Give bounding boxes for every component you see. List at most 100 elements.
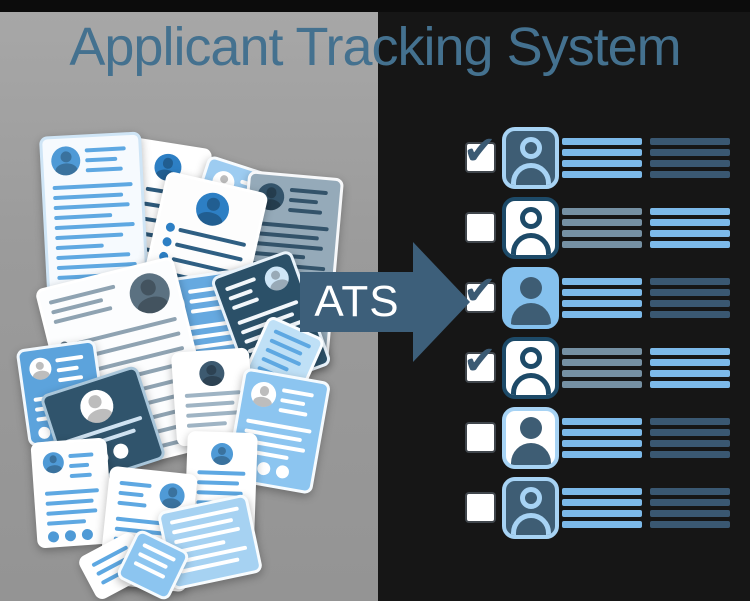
candidate-row: ✔ xyxy=(463,126,734,190)
text-line xyxy=(54,221,135,231)
person-shoulders xyxy=(510,163,551,185)
candidate-primary-lines xyxy=(562,488,642,532)
text-line xyxy=(650,311,730,318)
candidate-primary-lines xyxy=(562,348,642,392)
candidate-checkbox[interactable] xyxy=(467,424,494,451)
text-line xyxy=(650,370,730,377)
person-shoulders xyxy=(32,369,51,382)
text-line xyxy=(45,498,94,506)
person-head xyxy=(35,360,45,371)
text-line xyxy=(650,289,730,296)
person-shoulders xyxy=(510,373,551,395)
resume-avatar-icon xyxy=(125,269,174,318)
candidate-checkbox[interactable]: ✔ xyxy=(463,128,497,174)
resume-avatar-icon xyxy=(249,379,279,409)
ats-arrow: ATS xyxy=(300,242,470,362)
resume-avatar-icon xyxy=(27,356,53,382)
person-shoulders xyxy=(510,443,551,465)
top-letterbox-bar xyxy=(0,0,750,12)
candidate-checkbox[interactable]: ✔ xyxy=(463,338,497,384)
text-line xyxy=(650,381,730,388)
text-line xyxy=(650,219,730,226)
candidate-avatar-icon xyxy=(502,337,559,399)
text-line xyxy=(197,470,246,476)
badge-icon xyxy=(111,441,131,461)
candidate-secondary-lines xyxy=(650,348,730,392)
text-line xyxy=(562,510,642,517)
text-line xyxy=(562,440,642,447)
text-line xyxy=(562,451,642,458)
text-line xyxy=(254,220,329,232)
person-head xyxy=(86,393,103,410)
text-line xyxy=(650,488,730,495)
candidate-row: ✔ xyxy=(463,266,734,330)
candidate-secondary-lines xyxy=(650,278,730,322)
text-line xyxy=(253,230,320,241)
candidate-primary-lines xyxy=(562,138,642,182)
text-line xyxy=(44,488,100,496)
text-line xyxy=(562,300,642,307)
resume-avatar-icon xyxy=(75,385,118,428)
resume-header-lines xyxy=(287,185,332,222)
text-line xyxy=(289,187,328,196)
text-line xyxy=(231,296,260,311)
resume-card-header xyxy=(50,143,133,180)
text-line xyxy=(562,488,642,495)
text-line xyxy=(562,418,642,425)
candidate-row xyxy=(464,406,734,470)
candidate-checkbox[interactable] xyxy=(467,494,494,521)
resume-avatar-icon xyxy=(158,482,186,510)
text-line xyxy=(650,499,730,506)
person-head xyxy=(48,455,58,464)
text-line xyxy=(119,480,153,489)
text-line xyxy=(68,452,94,459)
text-line xyxy=(650,348,730,355)
person-head xyxy=(206,364,217,375)
text-line xyxy=(562,289,642,296)
text-line xyxy=(650,451,730,458)
person-head xyxy=(519,207,542,229)
person-shoulders xyxy=(54,163,78,177)
text-line xyxy=(55,243,104,251)
ats-arrow-label: ATS xyxy=(314,277,400,326)
text-line xyxy=(84,146,127,153)
resume-card xyxy=(30,437,114,549)
text-line xyxy=(562,381,642,388)
person-head xyxy=(139,278,158,297)
text-line xyxy=(53,202,130,211)
text-line xyxy=(650,241,730,248)
candidate-secondary-lines xyxy=(650,208,730,252)
candidate-row: ✔ xyxy=(463,336,734,400)
resume-card-header xyxy=(42,449,98,486)
resume-card-header xyxy=(53,378,139,434)
text-line xyxy=(562,230,642,237)
text-line xyxy=(280,397,306,407)
person-head xyxy=(519,417,542,439)
resume-header-lines xyxy=(224,273,268,316)
person-head xyxy=(519,277,542,299)
resume-header-lines xyxy=(277,385,318,424)
text-line xyxy=(281,388,315,398)
person-head xyxy=(205,196,221,212)
text-line xyxy=(56,365,79,373)
candidate-row xyxy=(464,476,734,540)
ats-arrow-body: ATS xyxy=(300,272,414,332)
candidate-avatar-icon xyxy=(502,267,559,329)
text-line xyxy=(288,197,319,205)
text-line xyxy=(650,149,730,156)
text-line xyxy=(562,219,642,226)
text-line xyxy=(562,499,642,506)
badge-icon xyxy=(81,528,94,541)
text-line xyxy=(650,160,730,167)
resume-avatar-icon xyxy=(198,360,225,387)
candidate-checkbox[interactable] xyxy=(467,214,494,241)
text-line xyxy=(186,410,240,418)
person-head xyxy=(162,157,174,170)
text-line xyxy=(57,374,84,383)
text-line xyxy=(46,519,87,526)
candidate-checkbox[interactable]: ✔ xyxy=(463,268,497,314)
badge-icon xyxy=(256,461,272,477)
person-head xyxy=(59,150,72,163)
text-line xyxy=(68,462,89,469)
page-title: Applicant Tracking System xyxy=(69,17,681,77)
